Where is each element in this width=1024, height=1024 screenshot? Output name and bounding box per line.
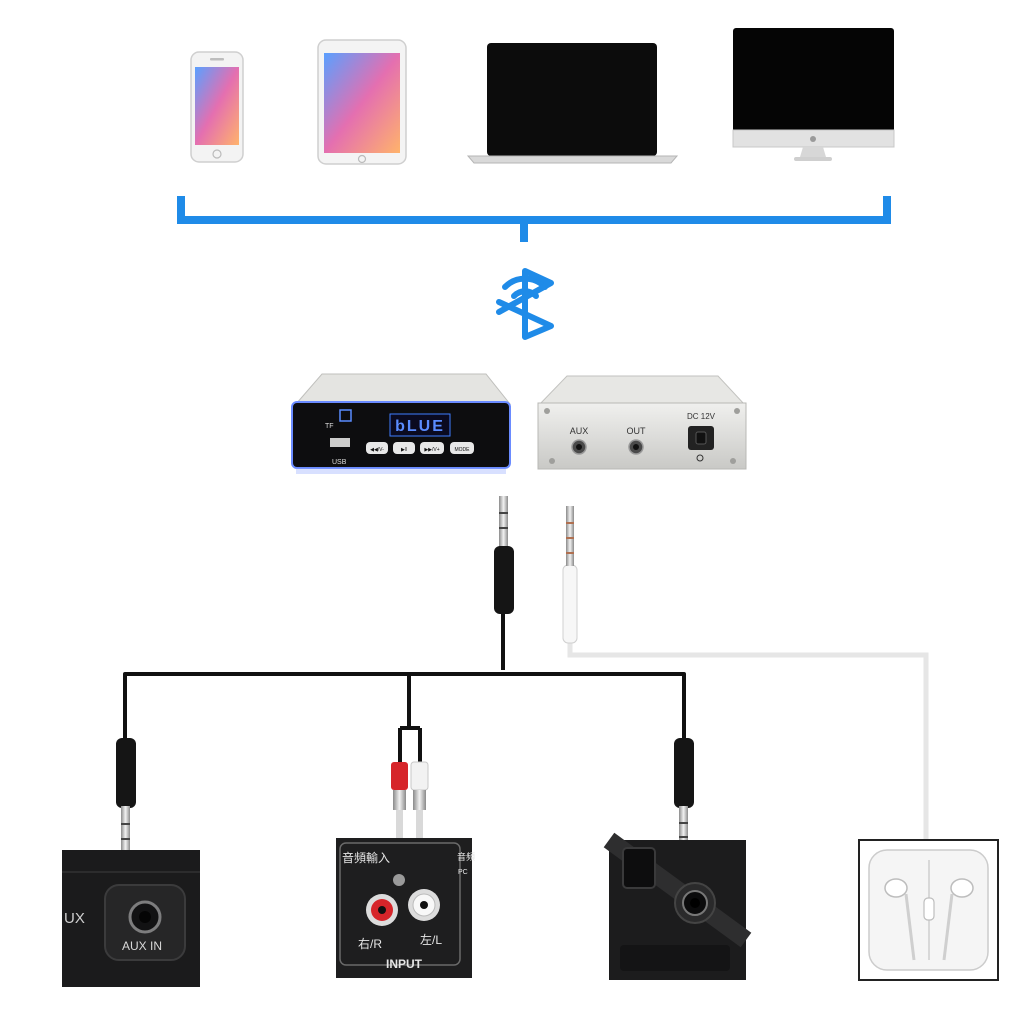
button-prev-label: ◀◀/V- — [370, 447, 384, 453]
button-next-label: ▶▶/V+ — [424, 447, 439, 453]
power-label: DC 12V — [687, 412, 716, 421]
earphones-icon — [858, 839, 999, 981]
tf-label: TF — [325, 423, 334, 430]
aux-port-label: AUX — [570, 426, 589, 436]
smartphone-icon — [190, 51, 244, 163]
device-bracket — [177, 196, 891, 242]
front-buttons: ◀◀/V- ▶‖ ▶▶/V+ MODE — [366, 442, 474, 454]
aux-in-label: AUX IN — [122, 939, 162, 953]
audio-input-cn-label: 音頻輸入 — [342, 850, 390, 865]
left-channel-label: 左/L — [420, 932, 442, 947]
right-channel-label: 右/R — [358, 936, 382, 951]
car-aux-plug — [116, 738, 136, 858]
display-text: bLUE — [395, 418, 445, 435]
rca-input-panel: 音頻輸入 音頻 PC 右/R 左/L INPUT — [336, 838, 475, 978]
usb-label: USB — [332, 459, 347, 466]
aux-input-plug — [494, 496, 514, 614]
receiver-back-panel: AUX OUT DC 12V — [537, 375, 747, 470]
rca-plugs — [391, 761, 429, 846]
laptop-icon — [466, 43, 679, 164]
aux-side-label: UX — [64, 910, 85, 927]
speaker-jack-plug — [674, 738, 694, 852]
pc-label: PC — [458, 869, 468, 876]
button-play-label: ▶‖ — [401, 447, 407, 453]
audio-side-label: 音頻 — [457, 851, 475, 862]
white-cable — [562, 506, 929, 842]
speaker-jack-panel — [603, 832, 752, 980]
bluetooth-icon — [496, 268, 554, 340]
desktop-icon — [732, 28, 895, 161]
input-label: INPUT — [386, 957, 423, 971]
out-port-label: OUT — [627, 426, 647, 436]
black-cable-harness — [123, 610, 686, 764]
button-mode-label: MODE — [455, 447, 471, 453]
tablet-icon — [317, 39, 407, 165]
usb-port — [330, 438, 350, 447]
car-aux-input-panel: AUX IN UX — [62, 850, 200, 987]
receiver-front-panel: TF bLUE USB ◀◀/V- ▶‖ ▶▶/V+ MODE — [291, 373, 512, 474]
